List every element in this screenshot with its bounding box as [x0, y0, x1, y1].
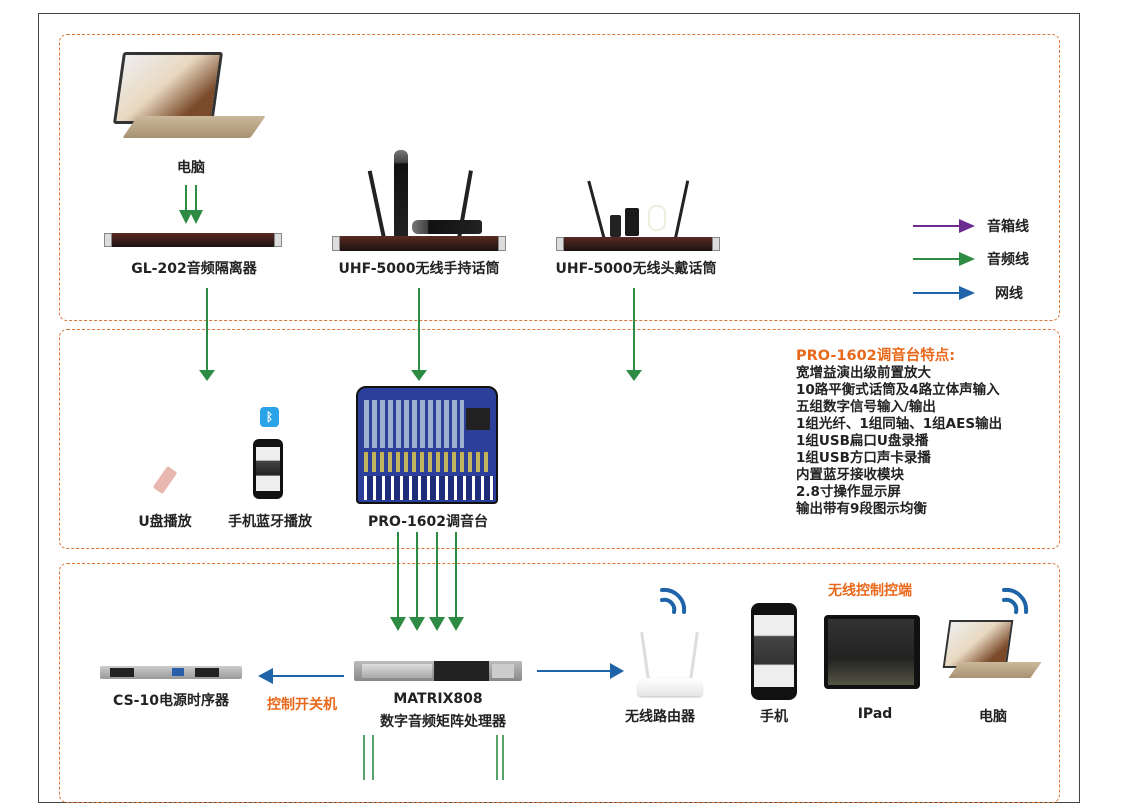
feature-item: 1组光纤、1组同轴、1组AES输出	[796, 416, 1003, 432]
label-matrix: MATRIX808	[393, 691, 483, 707]
features-title: PRO-1602调音台特点:	[796, 348, 956, 364]
bluetooth-icon: ᛒ	[260, 407, 279, 427]
legend-network-arrow-icon	[913, 286, 975, 300]
isolator-device	[104, 233, 282, 247]
label-handheld-mic: UHF-5000无线手持话筒	[338, 261, 500, 277]
label-control-power: 控制开关机	[267, 697, 337, 713]
mixer-device	[356, 386, 498, 504]
headset-mic-device	[556, 175, 720, 255]
label-isolator: GL-202音频隔离器	[131, 261, 257, 277]
laptop-wireless-device	[940, 618, 1042, 688]
label-matrix-subtitle: 数字音频矩阵处理器	[380, 714, 506, 730]
zone-mixer	[59, 329, 1060, 549]
mixer-features-list: PRO-1602调音台特点: 宽增益演出级前置放大 10路平衡式话筒及4路立体声…	[796, 348, 1002, 518]
feature-item: 输出带有9段图示均衡	[796, 501, 927, 517]
sequencer-device	[100, 666, 242, 679]
feature-item: 10路平衡式话筒及4路立体声输入	[796, 382, 1000, 398]
label-usb-playback: U盘播放	[138, 514, 192, 530]
feature-item: 2.8寸操作显示屏	[796, 484, 901, 500]
legend-speaker-arrow-icon	[913, 219, 975, 233]
legend-label: 音频线	[987, 252, 1029, 268]
legend-audio-line: 音频线	[913, 249, 1029, 269]
feature-item: 1组USB方口声卡录播	[796, 450, 931, 466]
zone-sources	[59, 34, 1060, 321]
legend-label: 网线	[995, 286, 1023, 302]
legend-speaker-line: 音箱线	[913, 216, 1029, 236]
label-computer: 电脑	[177, 160, 205, 176]
label-router: 无线路由器	[625, 709, 695, 725]
phone-bt-device	[253, 439, 283, 499]
router-device	[636, 632, 706, 700]
ipad-device	[824, 615, 920, 689]
label-phone: 手机	[760, 709, 788, 725]
laptop-image	[110, 50, 266, 150]
legend-audio-arrow-icon	[913, 252, 975, 266]
label-laptop-wireless: 电脑	[979, 709, 1007, 725]
label-mixer: PRO-1602调音台	[368, 514, 488, 530]
label-sequencer: CS-10电源时序器	[113, 693, 229, 709]
feature-item: 内置蓝牙接收模块	[796, 467, 904, 483]
legend-network-line: 网线	[913, 283, 1023, 303]
handheld-mic-device	[332, 150, 506, 255]
matrix-device	[354, 661, 522, 681]
label-headset-mic: UHF-5000无线头戴话筒	[555, 261, 717, 277]
label-phone-bt: 手机蓝牙播放	[228, 514, 312, 530]
feature-item: 五组数字信号输入/输出	[796, 399, 936, 415]
feature-item: 1组USB扁口U盘录播	[796, 433, 929, 449]
legend-label: 音箱线	[987, 219, 1029, 235]
label-ipad: IPad	[857, 706, 893, 722]
feature-item: 宽增益演出级前置放大	[796, 365, 931, 381]
wireless-control-title: 无线控制控端	[828, 583, 912, 599]
phone-device	[751, 603, 797, 700]
